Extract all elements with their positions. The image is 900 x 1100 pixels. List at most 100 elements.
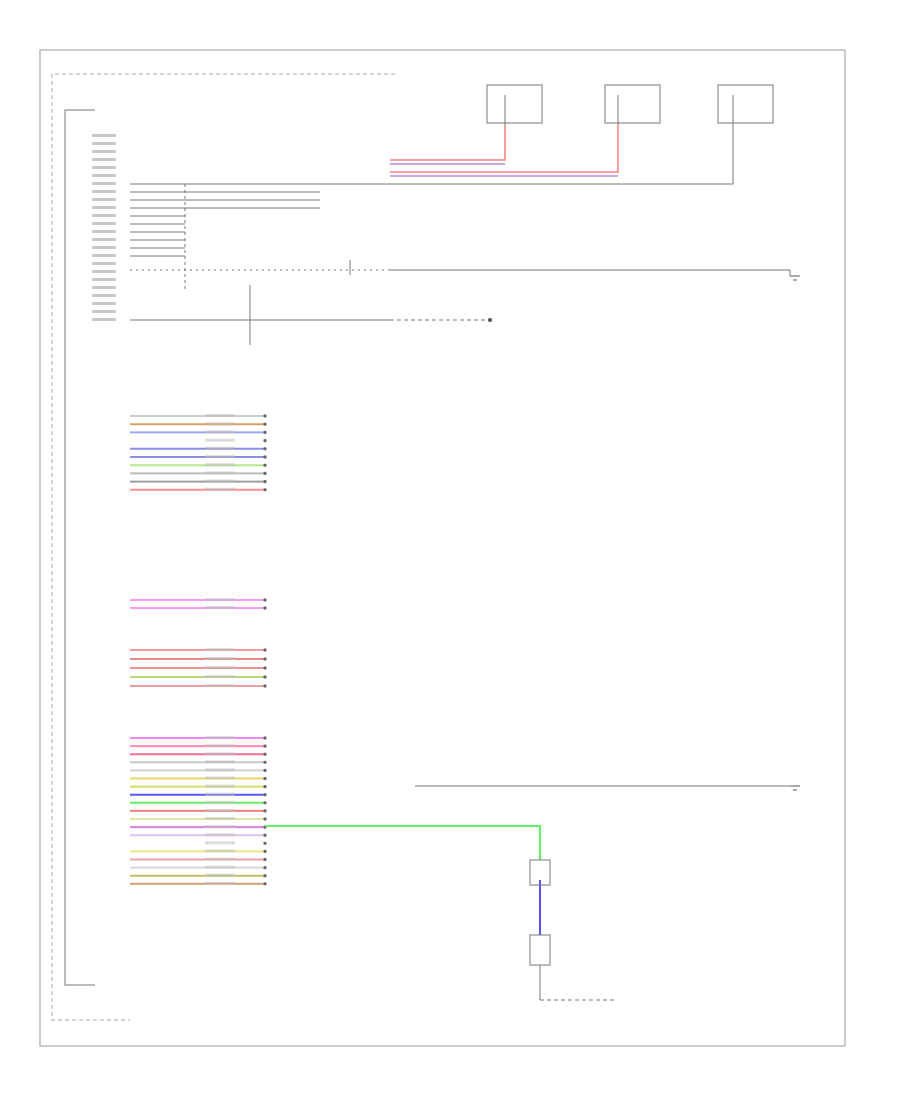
wire-color-code [205,808,235,812]
pin-label-mark [92,262,116,265]
component-box-1 [529,859,551,886]
wire-terminal [263,598,267,602]
wire-color-code [205,817,235,820]
wire-terminal [263,675,267,679]
wire-color-code [205,422,235,426]
wire-terminal [263,736,267,740]
wire-color-code [205,598,235,601]
wire-color-code [205,800,235,804]
pin-label-mark [92,166,116,169]
wire-color-code [205,455,235,458]
wire-color-code [205,471,235,475]
wire-color-code [205,768,235,772]
pin-label-mark [92,254,116,257]
wire-color-code [205,833,235,837]
wire-color-code [205,849,235,853]
wire-terminal [263,874,267,878]
pin-label-mark [92,182,116,185]
module-bracket-bottom [51,1005,130,1021]
wire-color-code [205,438,235,442]
switch-box [717,84,774,124]
pin-label-mark [92,246,116,249]
pin-label-mark [92,286,116,289]
switch-box [486,84,543,124]
pin-label-mark [92,134,116,137]
switch-group-3 [717,84,774,125]
wire-terminal [263,684,267,688]
wire-color-code [205,752,235,756]
wire-color-code [205,666,235,669]
wire-color-code [205,675,235,678]
wire-color-code [205,784,235,788]
pin-label-mark [92,278,116,281]
wire-terminal [263,849,267,854]
wire-green [265,825,541,860]
wire-terminal [263,785,267,789]
wire-terminal [263,463,267,467]
wire-terminal [263,480,267,484]
pin-label-mark [92,142,116,145]
wire-color-code [205,865,235,869]
wire-color-code [205,776,235,780]
upper-bus [130,183,791,345]
wire-terminal [263,657,267,661]
pin-label-mark [92,270,116,273]
pin-label-mark [92,302,116,305]
pin-label-mark [92,318,116,321]
pin-label-mark [92,174,116,177]
pin-label-mark [92,214,116,217]
wire-terminal [263,768,267,773]
wire-terminal [263,801,267,805]
wire-terminal [263,422,267,426]
wire-terminal [263,833,267,837]
wire-color-code [205,857,235,861]
pin-label-mark [92,230,116,233]
wire-terminal [263,666,267,670]
wire-terminal [263,809,267,813]
pin-label-mark [92,294,116,297]
wire-color-code [205,648,235,651]
wire-color-code [205,463,235,467]
wire-color-code [205,744,235,748]
pin-label-mark [92,150,116,153]
terminal-dot [488,318,492,322]
pin-label-mark [92,238,116,241]
wire-terminal [263,776,267,781]
switch-group-1 [486,84,543,125]
wire-terminal [263,793,267,797]
wire-terminal [263,430,267,434]
wire-red-2 [390,125,619,173]
ground-symbol-1 [790,275,800,281]
pin-label-mark [92,198,116,201]
diagram-frame [39,49,846,1047]
wire-red-1 [390,125,506,161]
wire-color-code [205,760,235,764]
pin-label-mark [92,310,116,313]
wire-color-code [205,684,235,687]
wire-color-code [205,606,235,609]
connector-wires [130,414,267,886]
wire-terminal [263,455,267,459]
wire-terminal [263,439,267,443]
wire-terminal [263,817,267,821]
wire-terminal [263,866,267,870]
switch-group-2 [604,84,661,125]
ground-symbol-2 [415,785,800,791]
pin-label-mark [92,190,116,193]
wire-terminal [263,648,267,652]
pin-label-mark [92,206,116,209]
wire-terminal [263,760,267,764]
wire-color-code [205,487,235,491]
wire-color-code [205,841,235,845]
wire-terminal [263,882,267,886]
pin-label-mark [92,222,116,225]
wire-color-code [205,430,235,434]
wire-color-code [205,873,235,877]
wire-terminal [263,414,267,418]
wire-neutral-switch3 [390,125,734,185]
wire-color-code [205,414,235,417]
component-box-2 [529,934,551,966]
wire-terminal [263,752,267,756]
wire-color-code [205,825,235,829]
